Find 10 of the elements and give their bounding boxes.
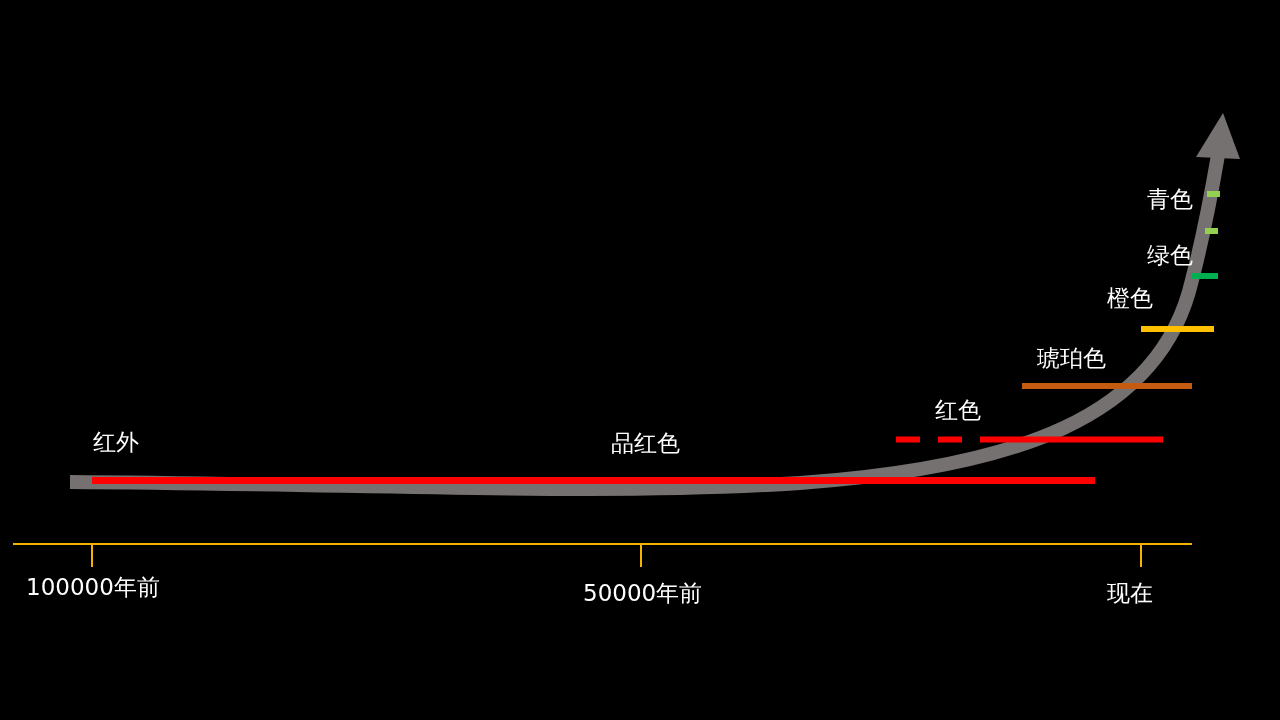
band-label: 红外 (93, 428, 139, 456)
band-label: 红色 (935, 396, 981, 424)
tick-label: 50000年前 (583, 579, 703, 607)
band-label: 青色 (1147, 185, 1193, 213)
tick-label: 100000年前 (26, 573, 160, 601)
band-label: 绿色 (1147, 241, 1193, 269)
tick-label: 现在 (1107, 579, 1153, 607)
band-label: 琥珀色 (1037, 344, 1106, 372)
band-label: 橙色 (1107, 284, 1153, 312)
band-label: 品红色 (611, 429, 680, 457)
